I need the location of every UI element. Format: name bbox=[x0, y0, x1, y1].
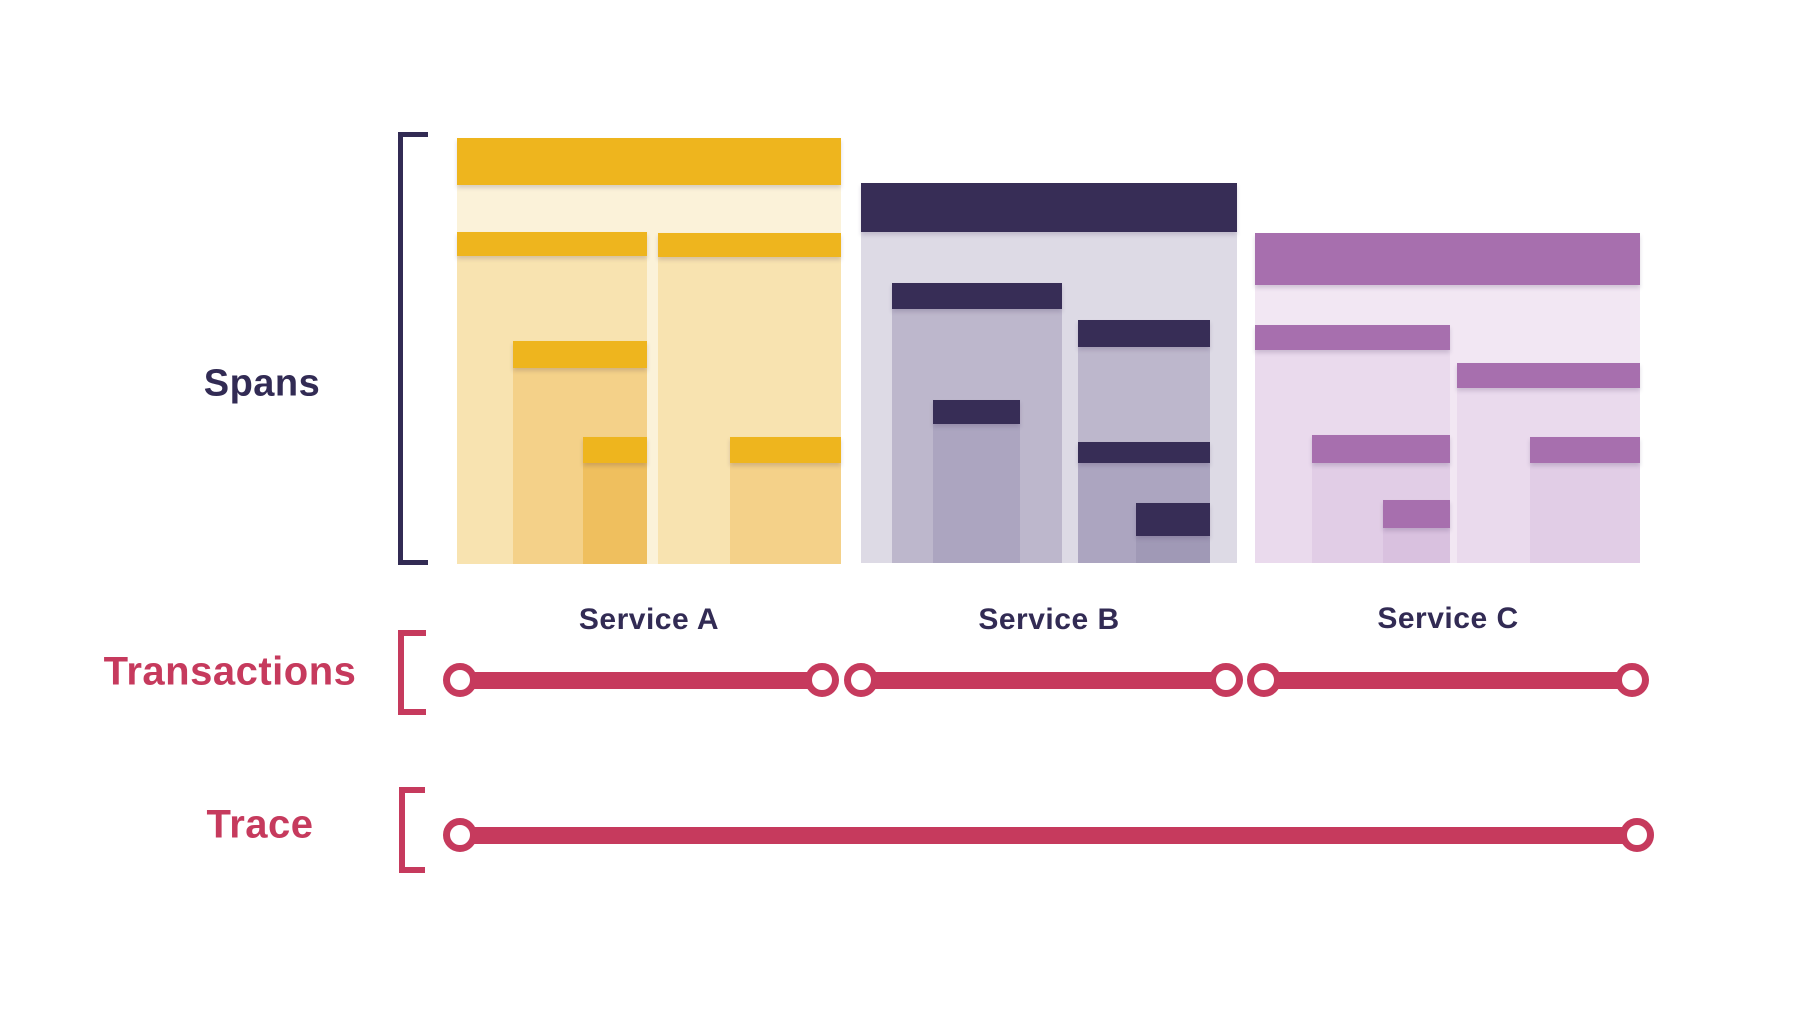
spans-bracket bbox=[398, 132, 428, 565]
span-header-service-b-level-1 bbox=[1078, 320, 1210, 347]
spans-row-label: Spans bbox=[203, 362, 321, 405]
trace-line bbox=[460, 826, 1637, 844]
span-body-service-b-level-3 bbox=[1136, 536, 1210, 563]
transactions-endpoint-dot bbox=[443, 663, 477, 697]
span-header-service-c-level-2 bbox=[1530, 437, 1640, 463]
service-a-label: Service A bbox=[578, 603, 720, 636]
span-header-service-b-level-2 bbox=[1078, 442, 1210, 463]
span-body-service-a-level-2 bbox=[730, 463, 841, 564]
transactions-endpoint-dot bbox=[805, 663, 839, 697]
span-header-service-c-level-3 bbox=[1383, 500, 1450, 528]
transactions-line bbox=[460, 671, 822, 689]
span-header-service-b-level-2 bbox=[933, 400, 1020, 424]
service-b-label: Service B bbox=[978, 603, 1120, 636]
span-header-service-a-level-1 bbox=[658, 233, 841, 257]
span-header-service-a-level-2 bbox=[513, 341, 647, 368]
transactions-line bbox=[1264, 671, 1632, 689]
transactions-endpoint-dot bbox=[1209, 663, 1243, 697]
transactions-line bbox=[861, 671, 1226, 689]
span-header-service-c-level-1 bbox=[1255, 325, 1450, 350]
span-header-service-b-level-1 bbox=[892, 283, 1062, 309]
span-header-service-b-level-0 bbox=[861, 183, 1237, 232]
span-body-service-a-level-3 bbox=[583, 463, 647, 564]
transactions-endpoint-dot bbox=[844, 663, 878, 697]
span-header-service-a-level-3 bbox=[583, 437, 647, 463]
trace-row-label: Trace bbox=[206, 802, 314, 847]
span-header-service-c-level-1 bbox=[1457, 363, 1640, 388]
trace-endpoint-dot bbox=[1620, 818, 1654, 852]
span-header-service-c-level-0 bbox=[1255, 233, 1640, 285]
service-c-label: Service C bbox=[1377, 602, 1519, 635]
transactions-bracket bbox=[398, 630, 426, 715]
trace-endpoint-dot bbox=[443, 818, 477, 852]
span-header-service-c-level-2 bbox=[1312, 435, 1450, 463]
transactions-endpoint-dot bbox=[1615, 663, 1649, 697]
span-body-service-c-level-2 bbox=[1530, 463, 1640, 563]
transactions-endpoint-dot bbox=[1247, 663, 1281, 697]
span-header-service-a-level-0 bbox=[457, 138, 841, 185]
span-body-service-b-level-2 bbox=[933, 424, 1020, 563]
span-header-service-a-level-2 bbox=[730, 437, 841, 463]
span-header-service-a-level-1 bbox=[457, 232, 647, 256]
transactions-row-label: Transactions bbox=[103, 649, 357, 694]
span-body-service-c-level-3 bbox=[1383, 528, 1450, 563]
span-header-service-b-level-3 bbox=[1136, 503, 1210, 536]
trace-bracket bbox=[399, 787, 425, 873]
